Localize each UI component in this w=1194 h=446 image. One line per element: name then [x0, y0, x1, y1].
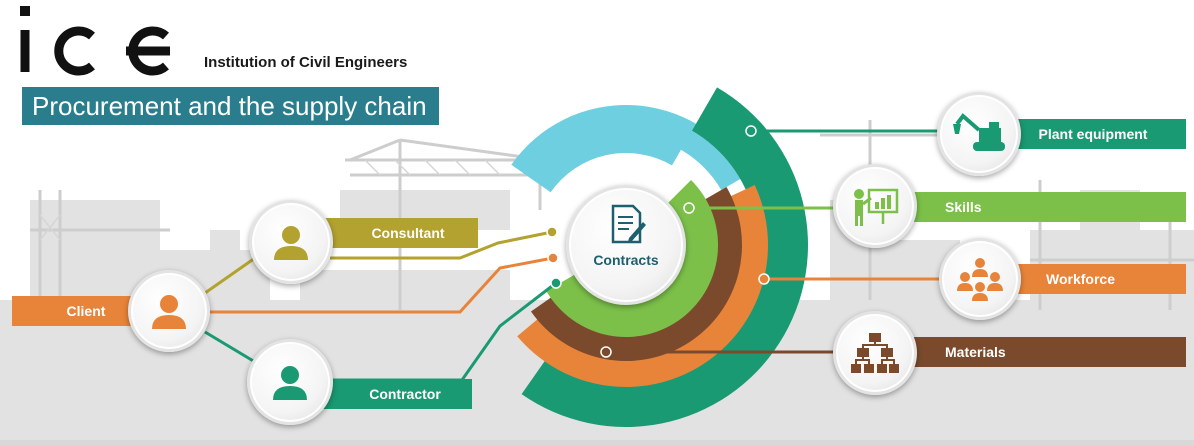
materials-node — [833, 311, 917, 395]
presenter-icon — [854, 188, 899, 226]
contractor-node — [247, 339, 333, 425]
materials-label: Materials — [945, 344, 1006, 360]
line-client-consultant — [204, 256, 256, 295]
organisation-name: Institution of Civil Engineers — [204, 54, 408, 71]
contracts-label: Contracts — [593, 252, 659, 268]
group-icon — [957, 258, 1003, 301]
skills-label: Skills — [945, 199, 982, 215]
line-consultant-contracts-dot — [546, 226, 558, 238]
contracts-node: Contracts — [566, 185, 686, 305]
contract-document-icon — [611, 204, 646, 244]
tag-consultant: Consultant — [318, 218, 478, 248]
ring-green — [546, 179, 718, 337]
workforce-label: Workforce — [1046, 271, 1115, 287]
tag-skills: Skills — [900, 192, 1186, 222]
line-contractor-contracts-dot — [550, 277, 562, 289]
ice-logo: ice — [18, 2, 170, 76]
line-plant-dot — [745, 125, 757, 137]
logo-text: ice — [18, 2, 20, 3]
skills-node — [833, 164, 917, 248]
ring-cyan — [511, 105, 748, 190]
line-materials-dot — [600, 346, 612, 358]
person-icon — [274, 226, 308, 260]
person-icon — [273, 366, 307, 400]
line-client-contractor — [204, 330, 256, 364]
line-workforce-dot — [758, 273, 770, 285]
line-client-contracts — [210, 256, 554, 314]
plant-equipment-label: Plant equipment — [1038, 126, 1148, 142]
ring-teal — [521, 87, 808, 428]
excavator-icon — [953, 113, 1005, 151]
line-consultant-contracts — [330, 230, 553, 260]
client-label: Client — [66, 303, 106, 319]
client-node — [128, 270, 210, 352]
tag-workforce: Workforce — [1000, 264, 1186, 294]
tag-contractor: Contractor — [318, 379, 472, 409]
page-title: Procurement and the supply chain — [22, 87, 439, 125]
contractor-label: Contractor — [369, 386, 441, 402]
line-skills-dot — [683, 202, 695, 214]
workforce-node — [939, 238, 1021, 320]
ring-cyan-top — [522, 119, 689, 193]
hierarchy-icon — [851, 333, 899, 373]
tag-plant-equipment: Plant equipment — [1000, 119, 1186, 149]
consultant-node — [249, 200, 333, 284]
consultant-label: Consultant — [371, 225, 445, 241]
person-icon — [152, 295, 186, 329]
plant-equipment-node — [937, 92, 1021, 176]
line-client-contracts-dot — [547, 252, 559, 264]
line-contractor-contracts — [330, 281, 557, 382]
tag-materials: Materials — [900, 337, 1186, 367]
